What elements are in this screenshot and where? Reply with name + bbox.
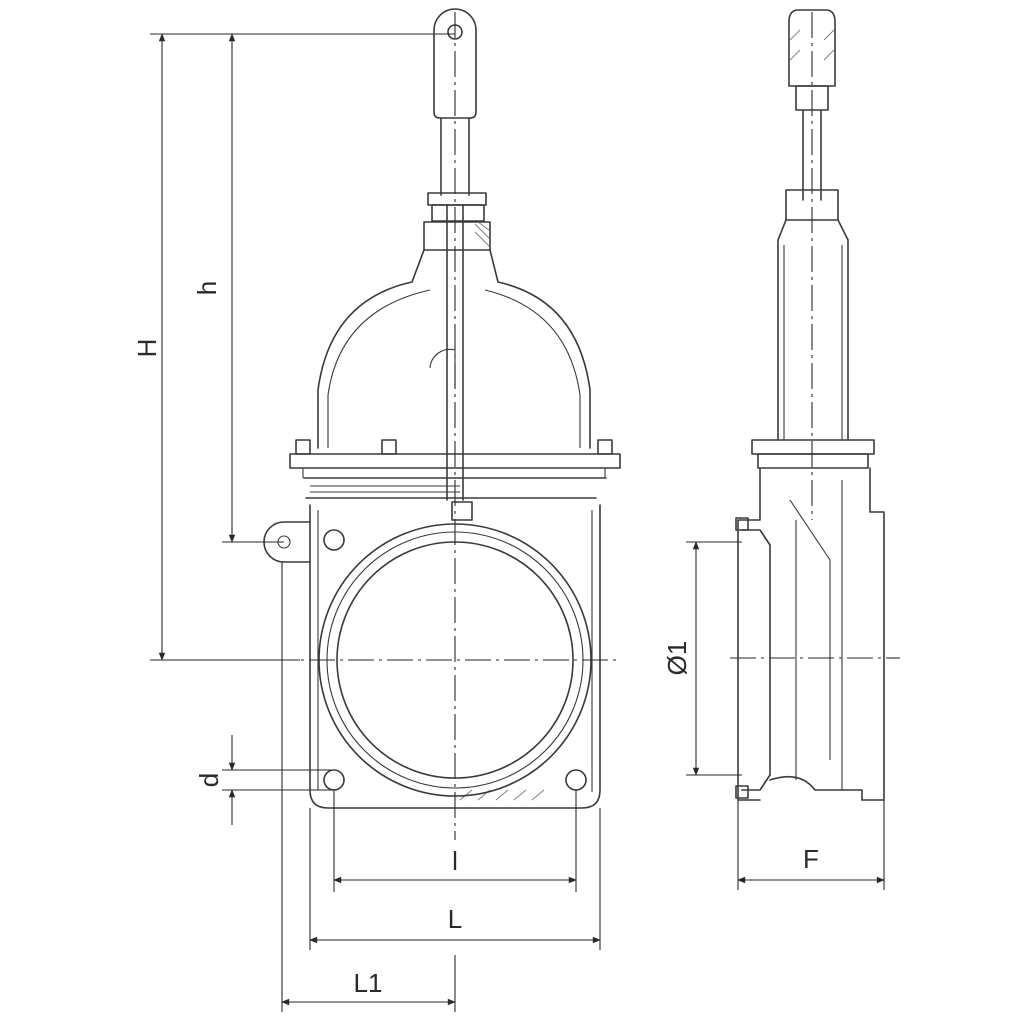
side-body [735, 467, 885, 801]
valve-stem [446, 204, 464, 501]
dim-label-h: h [192, 281, 222, 295]
dim-label-l: l [452, 846, 458, 876]
dim-label-L1: L1 [354, 968, 383, 998]
side-handle [788, 9, 836, 201]
valve-body [263, 504, 601, 809]
dim-label-L: L [448, 904, 462, 934]
dim-label-d: d [194, 773, 224, 787]
bonnet-flange [289, 439, 621, 499]
side-view [730, 9, 900, 801]
front-view [263, 8, 621, 840]
dimension-lines [150, 33, 885, 1012]
dim-label-H: H [132, 339, 162, 358]
bonnet [317, 249, 591, 449]
operating-handle [433, 8, 477, 196]
dim-label-F: F [803, 844, 819, 874]
stuffing-box [423, 192, 491, 251]
side-bonnet [751, 189, 875, 469]
dim-label-diameter: Ø1 [662, 641, 692, 676]
